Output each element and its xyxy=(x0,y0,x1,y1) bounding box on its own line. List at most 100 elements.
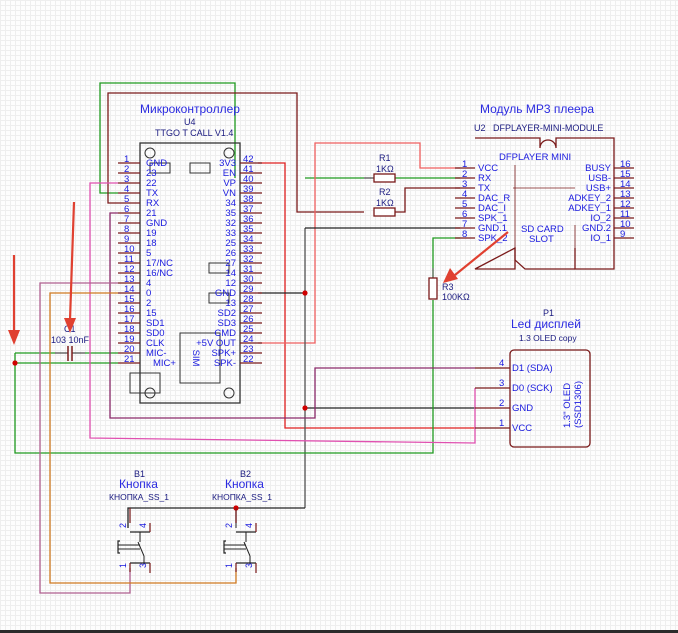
button-ref: B2 xyxy=(240,469,251,479)
pin-name: ADKEY_2 xyxy=(568,193,611,204)
oled-display-component[interactable]: P1 Led дисплей 1.3 OLED copy 1.3" OLED (… xyxy=(475,308,591,448)
pin-number: 11 xyxy=(124,254,134,265)
resistor-r3[interactable]: R3 100KΩ xyxy=(428,268,470,302)
mount-hole xyxy=(223,387,235,399)
mp3-pin[interactable]: 9IO_1 xyxy=(590,229,634,244)
sim-label: SIM xyxy=(190,350,201,367)
pin-name: SPK_1 xyxy=(478,213,508,224)
mp3-pin[interactable]: 3 TX xyxy=(455,179,491,194)
resistor-r2[interactable]: R2 1KΩ xyxy=(373,187,396,217)
bottom-scrollbar[interactable] xyxy=(0,630,678,633)
pin-name: D1 (SDA) xyxy=(512,363,553,374)
wire-3v3 xyxy=(258,162,475,429)
sim-slot xyxy=(179,332,221,384)
mcu-pin[interactable]: 24+5V OUT xyxy=(196,334,262,349)
pin-number: 3 xyxy=(462,179,467,190)
r3-body xyxy=(428,277,438,300)
jumper-box xyxy=(208,262,230,274)
pin-name: GND xyxy=(512,403,533,414)
resistor-r1[interactable]: R1 1KΩ xyxy=(364,153,396,183)
pin-number: 25 xyxy=(243,324,254,335)
pin-number: 33 xyxy=(243,244,254,255)
mp3-module-component[interactable]: Модуль MP3 плеера U2 DFPLAYER-MINI-MODUL… xyxy=(455,102,634,270)
wire-spk2 xyxy=(432,237,460,278)
pin-name: 22 xyxy=(146,178,157,189)
mcu-model: TTGO T CALL V1.4 xyxy=(155,128,233,138)
pin-name: GND.2 xyxy=(582,223,611,234)
wire-r2-mp3tx xyxy=(395,187,460,213)
pin-name: 35 xyxy=(225,208,236,219)
pin-name: IO_1 xyxy=(590,233,611,244)
mcu-component[interactable]: Микроконтроллер U4 TTGO T CALL V1.4 SIM … xyxy=(118,102,262,404)
pin-number: 27 xyxy=(243,304,254,315)
pin-number: 40 xyxy=(243,174,254,185)
junction-dot xyxy=(302,290,308,296)
pin-name: 12 xyxy=(225,278,236,289)
annotation-arrow xyxy=(8,255,20,345)
pin-name: TX xyxy=(478,183,491,194)
